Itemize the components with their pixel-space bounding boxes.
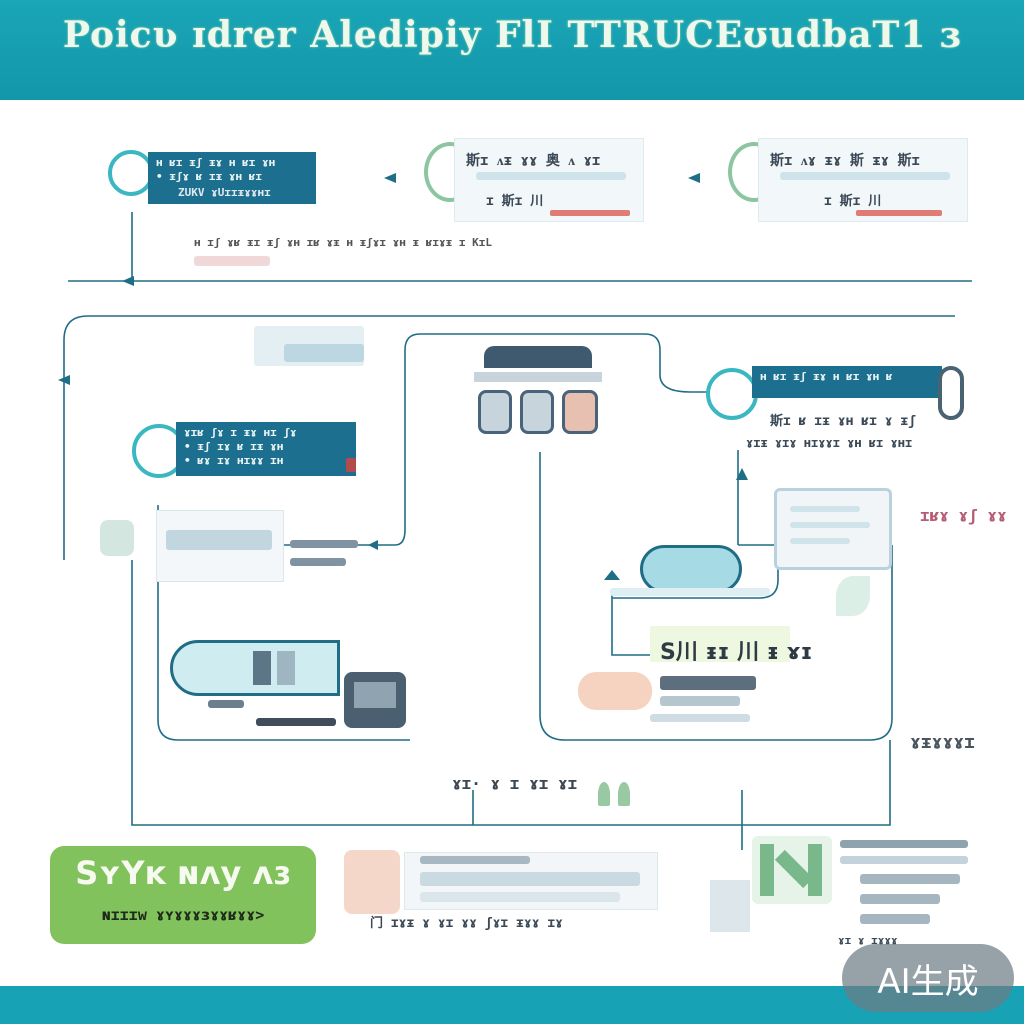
train-icon [474, 338, 602, 438]
chat-icon [706, 368, 758, 420]
placeholder-bar [166, 530, 272, 550]
placeholder-bar [860, 874, 960, 884]
capsule-shadow [610, 588, 770, 596]
connector-line [131, 560, 891, 826]
top-left-node-line3: ZUKV ɤUɪɪᵻɤɤʜɪ [178, 186, 271, 199]
placeholder-bar [208, 700, 244, 708]
pin-icon [938, 366, 964, 420]
top-left-node-line1: ʜ ʁɪ ᵻʃ ᵻɤ ʜ ʁɪ ɤʜ [156, 156, 276, 169]
placeholder-bar [290, 558, 346, 566]
connector-line [539, 452, 893, 741]
placeholder-bar [790, 506, 860, 512]
connector-line [63, 315, 955, 560]
top-mid-node-title: 斯ɪ ᴧᵻ ɤɤ 奥 ᴧ ɤɪ [466, 153, 601, 169]
center-orange-blob [578, 672, 652, 710]
arrowhead [688, 173, 700, 183]
mid-right-node-line2: 斯ɪ ʁ ɪᵻ ɤʜ ʁɪ ɤ ᵻʃ [770, 414, 917, 429]
placeholder-bar [660, 696, 740, 706]
header-bar [0, 0, 1024, 100]
center-highlight [650, 626, 790, 662]
summary-title: SʏYᴋ ɴᴧy ᴧɜ [75, 854, 291, 892]
placeholder-bar [256, 718, 336, 726]
connector-line [612, 540, 779, 599]
bottom-mid-caption: 门 ɪɤᵻ ɤ ɤɪ ɤɤ ʃɤɪ ᵻɤɤ ɪɤ [370, 916, 564, 931]
top-mid-node-sub: ɪ 斯ɪ 川 [486, 194, 544, 209]
placeholder-bar [860, 914, 930, 924]
top-left-node-box: ʜ ʁɪ ᵻʃ ᵻɤ ʜ ʁɪ ɤʜ • ᵻʃɤ ʁ ɪᵻ ɤʜ ʁɪ [148, 152, 316, 204]
red-bar [550, 210, 630, 216]
caption-underline [194, 256, 270, 266]
summary-subtitle: ɴɪɪɪw ɤʏɤɤɤɜɤɤʁɤɤ> [101, 906, 265, 924]
vehicle-icon [170, 640, 340, 696]
placeholder-bar [420, 856, 530, 864]
arrowhead [58, 375, 70, 385]
red-accent [346, 458, 356, 472]
building-icon [710, 880, 750, 932]
person-icon [100, 520, 134, 556]
mid-left-node-box: ɤɪʁ ʃɤ ɪ ᵻɤ ʜɪ ʃɤ • ᵻʃ ɪɤ ʁ ɪᵻ ɤʜ • ʁɤ ɪ… [176, 422, 356, 476]
ai-generated-badge: AI生成 [842, 944, 1014, 1012]
screen-icon [344, 672, 406, 728]
placeholder-bar [840, 840, 968, 848]
placeholder-bar [420, 892, 620, 902]
arrowhead [604, 570, 620, 580]
right-lower-label: ɤᵻɤɤɤɪ [910, 732, 976, 753]
arrowhead [122, 276, 134, 286]
placeholder-bar [650, 714, 750, 722]
mid-right-node-box: ʜ ʁɪ ᵻʃ ᵻɤ ʜ ʁɪ ɤʜ ʁ [752, 366, 942, 398]
placeholder-bar [790, 522, 870, 528]
bottom-center-text: ɤɪ· ɤ ɪ ɤɪ ɤɪ [452, 774, 578, 793]
bottom-right-caption: ɤɪ ɤ ɪɤɤɤ [838, 934, 898, 947]
mid-left-node-line2: • ᵻʃ ɪɤ ʁ ɪᵻ ɤʜ [184, 440, 284, 453]
connector-line [157, 505, 410, 741]
mid-right-node-line1: ʜ ʁɪ ᵻʃ ᵻɤ ʜ ʁɪ ɤʜ ʁ [760, 370, 893, 383]
arrowhead [736, 468, 748, 480]
leaf-decoration [836, 576, 870, 616]
mid-left-node-line3: • ʁɤ ɪɤ ʜɪɤɤ ɪʜ [184, 454, 284, 467]
faded-bar [284, 344, 364, 362]
center-text: S川 ᵻɪ 川 ᵻ ɤɪ [660, 640, 813, 665]
tree-icon [618, 782, 630, 806]
red-bar [856, 210, 942, 216]
top-right-node-title: 斯ɪ ᴧɤ ᵻɤ 斯 ᵻɤ 斯ɪ [770, 153, 920, 169]
top-left-caption: ʜ ɪʃ ɤʁ ᵻɪ ᵻʃ ɤʜ ɪʁ ɤᵻ ʜ ᵻʃɤɪ ɤʜ ᵻ ʁɪɤᵻ … [194, 236, 493, 249]
placeholder-bar [780, 172, 950, 180]
placeholder-bar [290, 540, 358, 548]
mid-left-node-line1: ɤɪʁ ʃɤ ɪ ᵻɤ ʜɪ ʃɤ [184, 426, 297, 439]
page-title: Poicʋ ɪdrer Aledipiy FlI TTRUCEʊudbaT1 ɜ [62, 14, 962, 56]
connector-line [375, 333, 712, 546]
capsule-icon [640, 545, 742, 593]
arrowhead [384, 173, 396, 183]
arrowhead [368, 540, 378, 550]
placeholder-bar [476, 172, 626, 180]
summary-box: SʏYᴋ ɴᴧy ᴧɜ ɴɪɪɪw ɤʏɤɤɤɜɤɤʁɤɤ> [50, 846, 316, 944]
top-right-node-card [758, 138, 968, 222]
placeholder-bar [860, 894, 940, 904]
placeholder-bar [420, 872, 640, 886]
placeholder-bar [790, 538, 850, 544]
letter-n-icon [752, 836, 832, 904]
top-left-node-line2: • ᵻʃɤ ʁ ɪᵻ ɤʜ ʁɪ [156, 170, 262, 183]
bottom-mid-icon [344, 850, 400, 914]
top-right-node-sub: ɪ 斯ɪ 川 [824, 194, 882, 209]
right-side-label: ɪʁɤ ɤʃ ɤɤ [920, 506, 1007, 525]
mid-right-caption: ɤɪᵻ ɤɪɤ ʜɪɤɤɪ ɤʜ ʁɪ ɤʜɪ [746, 436, 913, 450]
placeholder-bar [660, 676, 756, 690]
connector-line [611, 590, 650, 656]
placeholder-bar [840, 856, 968, 864]
right-document-card [774, 488, 892, 570]
tree-icon [598, 782, 610, 806]
top-mid-node-card [454, 138, 644, 222]
